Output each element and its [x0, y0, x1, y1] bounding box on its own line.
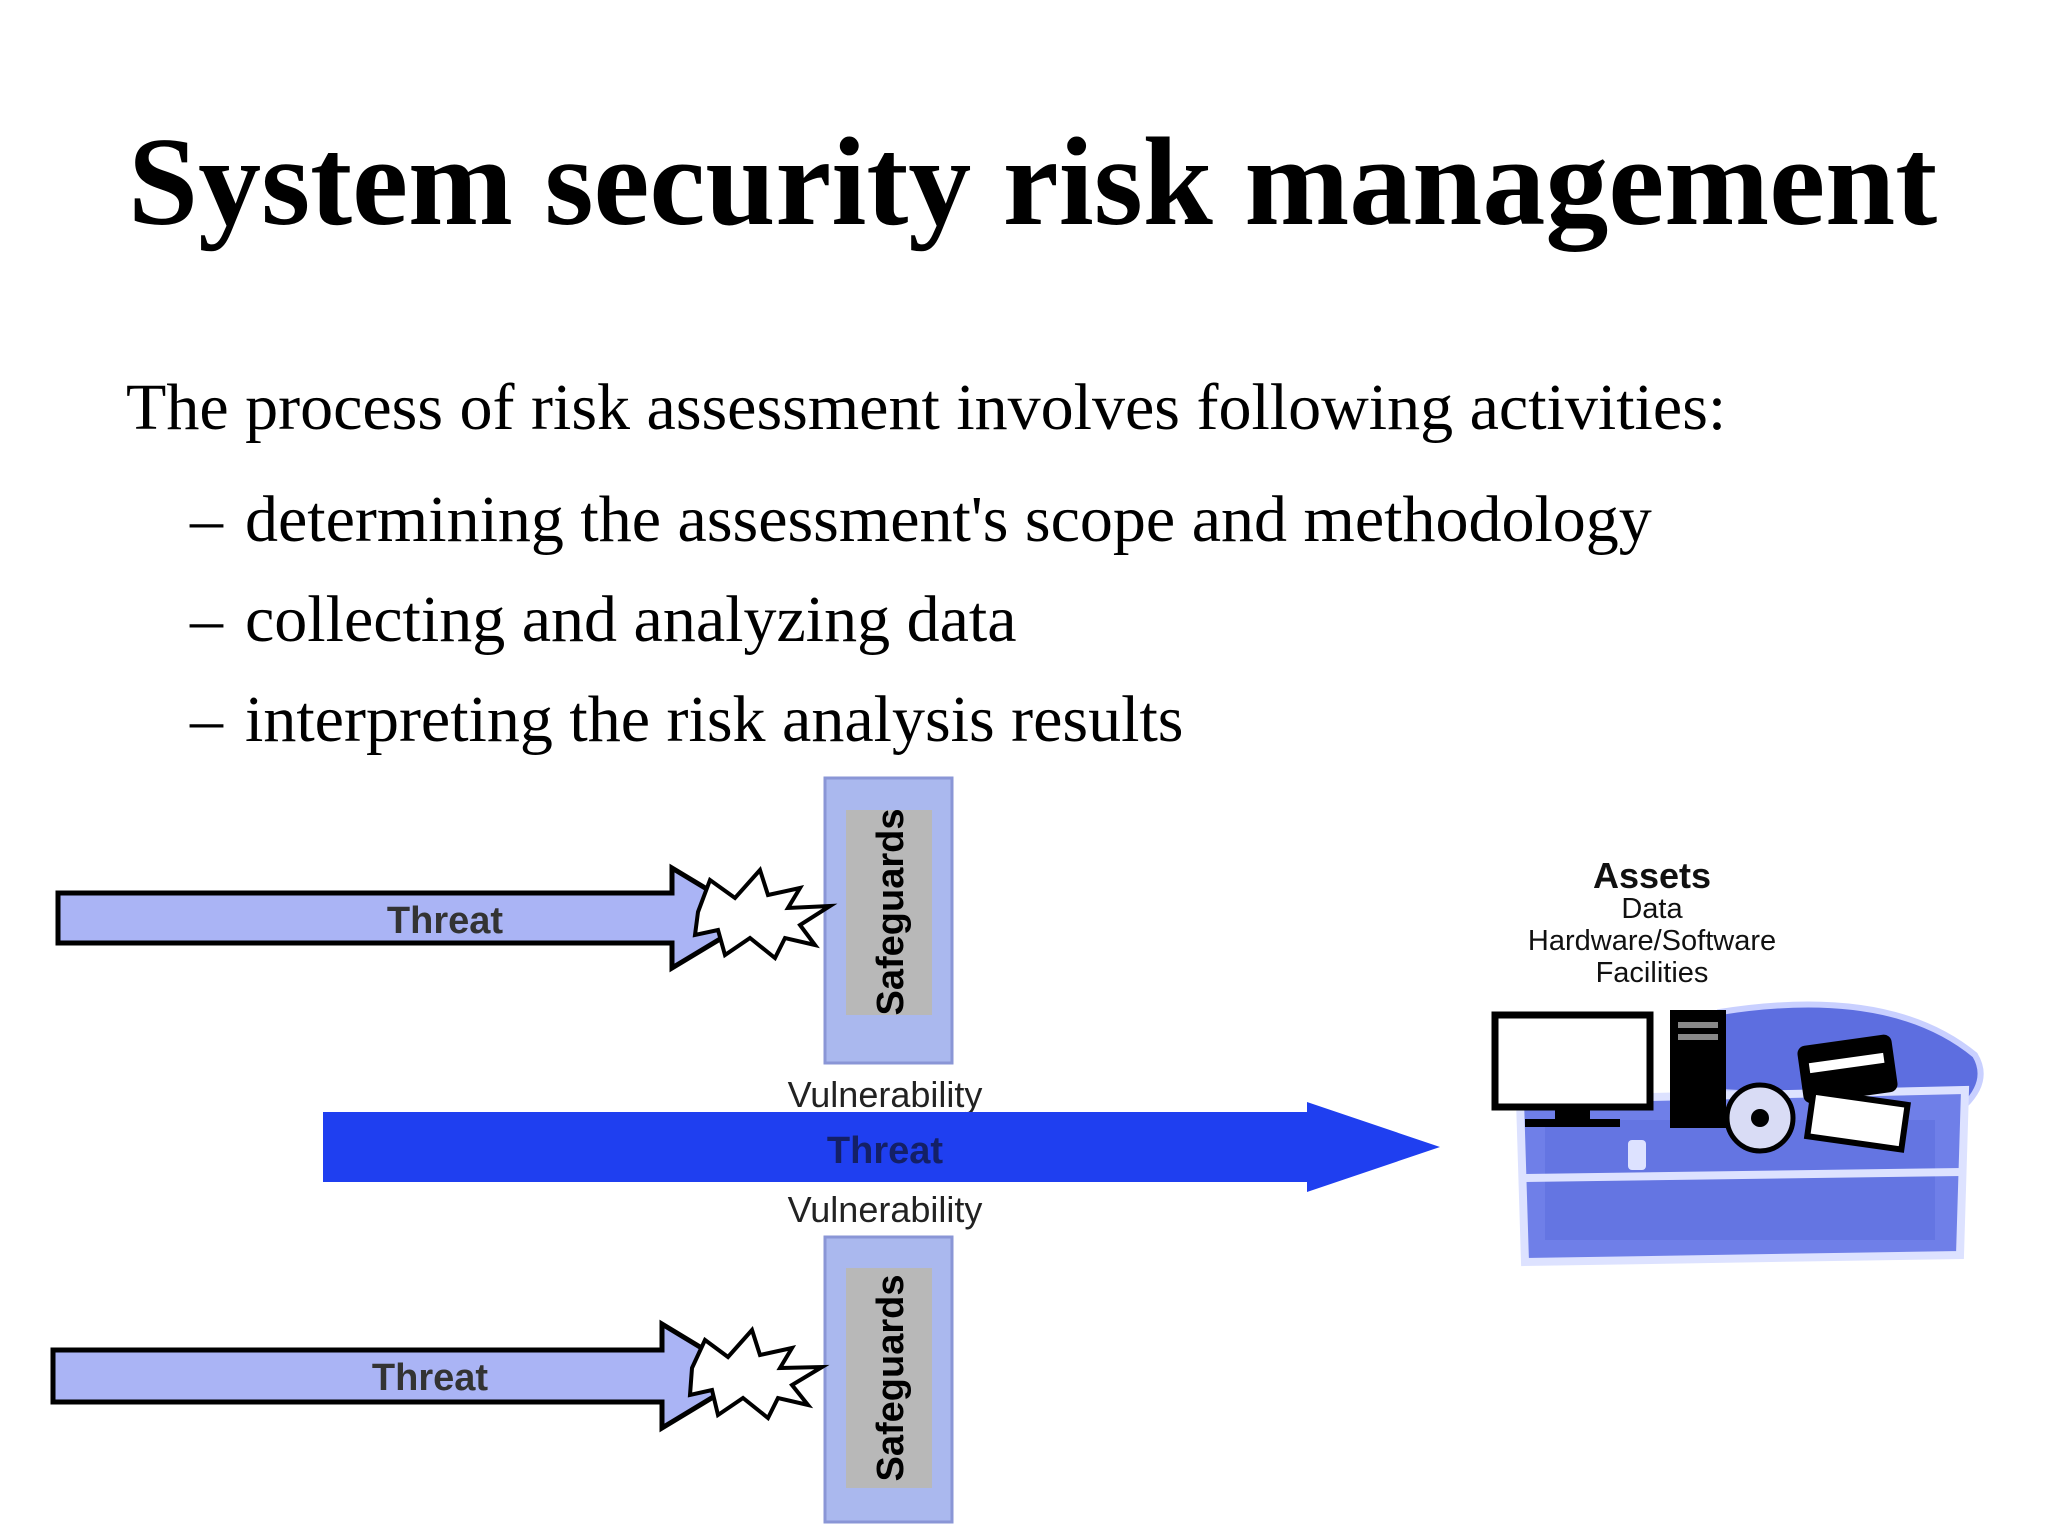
slide-title: System security risk management: [128, 113, 1938, 252]
assets-heading: Assets: [1593, 855, 1711, 896]
list-item: –determining the assessment's scope and …: [190, 470, 1652, 570]
threat-label-bottom: Threat: [372, 1357, 488, 1399]
impact-burst-icon: [692, 866, 838, 962]
vulnerability-label-below: Vulnerability: [788, 1189, 983, 1230]
asset-item: Facilities: [1596, 957, 1709, 989]
asset-item: Hardware/Software: [1528, 925, 1776, 957]
threat-label-top: Threat: [387, 900, 503, 942]
list-item-text: determining the assessment's scope and m…: [245, 483, 1652, 556]
threat-label-middle: Threat: [827, 1130, 943, 1172]
treasure-chest-icon: [1491, 1001, 1984, 1267]
vulnerability-label-above: Vulnerability: [788, 1074, 983, 1115]
threat-arrow-top: [55, 863, 760, 973]
list-item-text: interpreting the risk analysis results: [245, 683, 1184, 756]
safeguards-label-box-top: [846, 810, 932, 1015]
dash-marker: –: [190, 483, 223, 556]
safeguards-label-top: Safeguards: [870, 809, 912, 1016]
threat-arrow-bottom: [50, 1319, 753, 1433]
impact-burst-icon: [687, 1326, 830, 1422]
list-item: –interpreting the risk analysis results: [190, 670, 1652, 770]
safeguards-label-bottom: Safeguards: [870, 1275, 912, 1482]
threat-arrow-main: [323, 1102, 1440, 1192]
list-item: –collecting and analyzing data: [190, 570, 1652, 670]
list-item-text: collecting and analyzing data: [245, 583, 1017, 656]
asset-item: Data: [1621, 893, 1683, 925]
dash-marker: –: [190, 683, 223, 756]
dash-marker: –: [190, 583, 223, 656]
safeguards-label-box-bottom: [846, 1268, 932, 1488]
intro-text: The process of risk assessment involves …: [126, 371, 1727, 444]
activity-list: –determining the assessment's scope and …: [190, 470, 1652, 770]
